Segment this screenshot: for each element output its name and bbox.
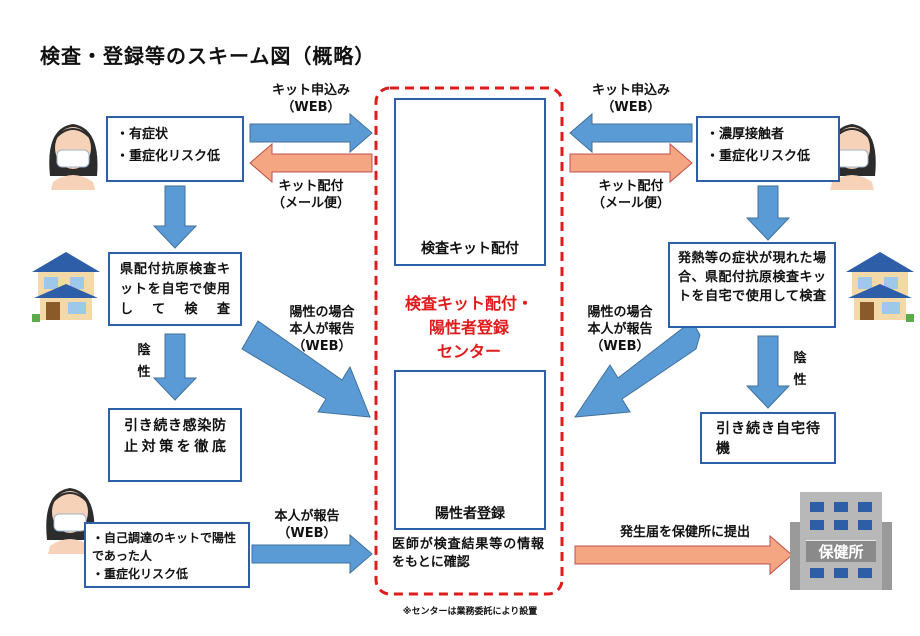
apply-arrow-right	[569, 112, 693, 154]
deliver-label-left: キット配付 （メール便）	[271, 179, 350, 211]
self-report-arrow	[251, 533, 373, 575]
wait-text-right: 引き続き自宅待機	[716, 421, 820, 457]
positive-report-arrow-right	[573, 320, 701, 418]
house-icon	[846, 252, 914, 322]
kit-distribution-box	[394, 98, 546, 266]
page-title: 検査・登録等のスキーム図（概略）	[40, 44, 376, 68]
symptom-text-right: 発熱等の症状が現れた場合、県配付抗原検査キットを自宅で使用して検査	[678, 251, 826, 304]
apply-label-right: キット申込み （WEB）	[591, 83, 670, 115]
continue-box-left: 引き続き感染防止対策を徹底	[108, 408, 242, 482]
bullet-symptomatic: 有症状	[116, 124, 234, 146]
bullet-low-risk: 重症化リスク低	[116, 146, 234, 168]
notify-label: 発生届を保健所に提出	[619, 525, 750, 540]
down-arrow-right-1	[745, 185, 791, 241]
center-name-line2: 陽性者登録	[428, 318, 509, 337]
kit-box-label: 検査キット配付	[421, 241, 519, 257]
symptom-box-right: 発熱等の症状が現れた場合、県配付抗原検査キットを自宅で使用して検査	[668, 242, 836, 328]
registration-label: 陽性者登録	[435, 506, 505, 522]
bullet-close-contact: 濃厚接触者	[706, 124, 830, 146]
negative-label-left: 陰 性	[137, 343, 151, 380]
center-name-line3: センター	[436, 342, 501, 361]
house-icon	[32, 252, 100, 322]
deliver-label-right: キット配付 （メール便）	[591, 179, 670, 211]
registration-box	[394, 370, 546, 530]
health-center-sign: 保健所	[806, 541, 876, 562]
positive-report-arrow-left	[241, 320, 371, 418]
person-with-mask-icon	[46, 488, 95, 554]
bullet-low-risk-right: 重症化リスク低	[706, 146, 830, 168]
bullet-self-kit: 自己調達のキットで陽性であった人	[92, 529, 242, 565]
home-test-text-left: 県配付抗原検査キットを自宅で使用して検査	[120, 262, 230, 317]
self-test-box: 自己調達のキットで陽性であった人 重症化リスク低	[84, 522, 250, 588]
footnote: ※センターは業務委託により設置	[402, 607, 538, 617]
bullet-self-low-risk: 重症化リスク低	[92, 565, 242, 583]
apply-label-left: キット申込み （WEB）	[271, 83, 350, 115]
deliver-arrow-right	[569, 142, 693, 184]
wait-box-right: 引き続き自宅待機	[700, 412, 836, 464]
kit-text-1: SARS-CoV-2	[454, 117, 488, 123]
kit-text-2: Rapid Ag	[458, 124, 484, 130]
positive-report-label-left: 陽性の場合 本人が報告 （WEB）	[289, 305, 355, 354]
patient-box-left: 有症状 重症化リスク低	[106, 116, 244, 182]
positive-report-label-right: 陽性の場合 本人が報告 （WEB）	[587, 305, 653, 354]
center-name-line1: 検査キット配付・	[404, 294, 533, 313]
contact-box-right: 濃厚接触者 重症化リスク低	[696, 116, 840, 182]
apply-arrow-left	[249, 112, 373, 154]
down-arrow-right-2	[745, 335, 791, 409]
negative-label-right: 陰 性	[793, 351, 807, 388]
notify-arrow	[574, 534, 793, 576]
self-report-label: 本人が報告 （WEB）	[274, 509, 340, 541]
registration-note: 医師が検査結果等の情報をもとに確認	[392, 537, 544, 570]
down-arrow-left-2	[152, 333, 198, 401]
center-dashed-outline	[374, 86, 564, 596]
deliver-arrow-left	[249, 142, 373, 184]
person-with-mask-icon	[49, 124, 98, 190]
home-test-box-left: 県配付抗原検査キットを自宅で使用して検査	[108, 252, 242, 326]
continue-text-left: 引き続き感染防止対策を徹底	[124, 418, 226, 455]
down-arrow-left-1	[152, 185, 198, 249]
